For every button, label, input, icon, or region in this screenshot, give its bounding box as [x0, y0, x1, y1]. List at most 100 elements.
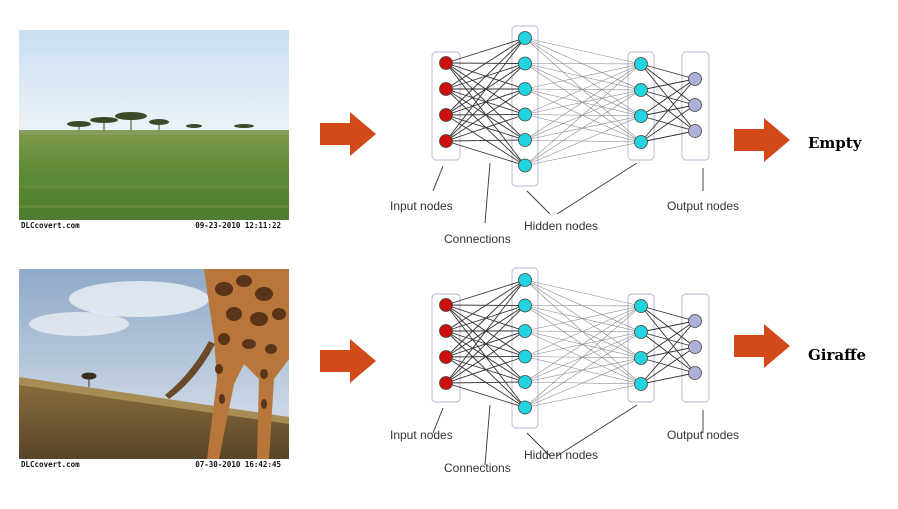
connection-line	[524, 331, 642, 408]
pointer-input	[432, 407, 444, 434]
hidden-node	[518, 158, 532, 173]
connection-line	[445, 382, 526, 408]
connection-line	[640, 104, 696, 143]
label-connections: Connections	[444, 232, 511, 246]
connection-line	[445, 88, 526, 142]
hidden-node	[518, 324, 532, 338]
input-node	[439, 324, 453, 338]
connection-line	[640, 346, 696, 385]
hidden-node	[518, 273, 532, 287]
label-hidden-nodes: Hidden nodes	[524, 448, 599, 462]
connection-line	[524, 115, 642, 166]
hidden-node	[634, 57, 648, 71]
hidden-layer-2-box	[627, 51, 655, 161]
connection-line	[445, 330, 526, 384]
row-giraffe-example: DLCcovert.com 07-30-2010 16:42:45 Input …	[0, 258, 898, 508]
connection-line	[445, 279, 526, 306]
row-empty-example: DLCcovert.com 09-23-2010 12:11:22 Input …	[0, 0, 898, 250]
connection-line	[445, 37, 526, 64]
label-input-nodes: Input nodes	[390, 199, 453, 213]
pointer-hidden-1	[526, 432, 551, 457]
label-input-nodes: Input nodes	[390, 428, 453, 442]
label-output-nodes: Output nodes	[667, 428, 740, 442]
stamp-website: DLCcovert.com	[21, 221, 80, 230]
connection-line	[524, 305, 642, 332]
output-node	[688, 72, 702, 86]
connection-line	[445, 279, 526, 332]
prediction-label: Empty	[808, 134, 862, 152]
hidden-node	[518, 82, 532, 96]
connection-line	[640, 78, 696, 91]
output-layer-box	[681, 293, 710, 403]
connection-line	[445, 114, 526, 142]
output-node	[688, 124, 702, 138]
hidden-node	[634, 109, 648, 123]
connection-line	[640, 78, 696, 117]
hidden-node	[518, 400, 532, 415]
hidden-node	[634, 83, 648, 97]
pointer-input	[432, 165, 444, 192]
output-node	[688, 98, 702, 112]
output-layer-box	[681, 51, 710, 161]
prediction-label: Giraffe	[808, 346, 866, 364]
connection-line	[524, 63, 642, 141]
connection-line	[640, 320, 696, 359]
connection-line	[640, 78, 696, 143]
pointer-hidden-1	[526, 190, 551, 215]
connection-line	[445, 279, 526, 384]
neural-network-diagram	[431, 267, 710, 466]
connection-line	[640, 305, 696, 322]
connection-line	[640, 63, 696, 80]
input-node	[439, 108, 453, 122]
connection-line	[524, 141, 642, 166]
connection-line	[524, 305, 642, 408]
input-node	[439, 350, 453, 364]
connection-line	[524, 279, 642, 307]
pointer-connections	[484, 404, 491, 466]
connection-line	[524, 305, 642, 307]
hidden-node	[634, 351, 648, 365]
hidden-node	[634, 377, 648, 391]
connection-line	[445, 37, 526, 142]
stamp-datetime: 07-30-2010 16:42:45	[195, 460, 281, 469]
hidden-node	[634, 325, 648, 339]
connection-line	[445, 140, 526, 166]
input-node	[439, 298, 453, 312]
camera-trap-photo-giraffe	[19, 269, 289, 459]
connection-line	[524, 63, 642, 166]
neural-network-diagram	[431, 25, 710, 224]
connection-line	[524, 63, 642, 65]
pointer-connections	[484, 162, 491, 224]
connection-line	[524, 357, 642, 408]
connection-line	[640, 320, 696, 333]
hidden-node	[634, 299, 648, 313]
connection-line	[524, 305, 642, 357]
connection-line	[445, 63, 526, 142]
output-node	[688, 366, 702, 380]
input-arrow-icon	[320, 112, 376, 156]
connection-line	[524, 63, 642, 115]
photo-timestamp: DLCcovert.com 09-23-2010 12:11:22	[19, 221, 289, 233]
label-pointers	[432, 404, 704, 466]
stamp-datetime: 09-23-2010 12:11:22	[195, 221, 281, 230]
input-node	[439, 82, 453, 96]
output-node	[688, 314, 702, 328]
connection-line	[524, 383, 642, 408]
camera-trap-photo-empty	[19, 30, 289, 220]
label-output-nodes: Output nodes	[667, 199, 740, 213]
connections	[445, 279, 696, 408]
connection-line	[524, 63, 642, 90]
connection-line	[640, 372, 696, 385]
hidden-node	[518, 298, 532, 313]
output-node	[688, 340, 702, 354]
hidden-node	[518, 349, 532, 364]
output-arrow-icon	[734, 118, 790, 162]
hidden-node	[518, 31, 532, 45]
hidden-node	[518, 133, 532, 147]
output-arrow-icon	[734, 324, 790, 368]
input-node	[439, 56, 453, 70]
connection-line	[445, 139, 526, 142]
connection-line	[640, 130, 696, 143]
connection-line	[445, 279, 526, 358]
connection-line	[445, 37, 526, 116]
